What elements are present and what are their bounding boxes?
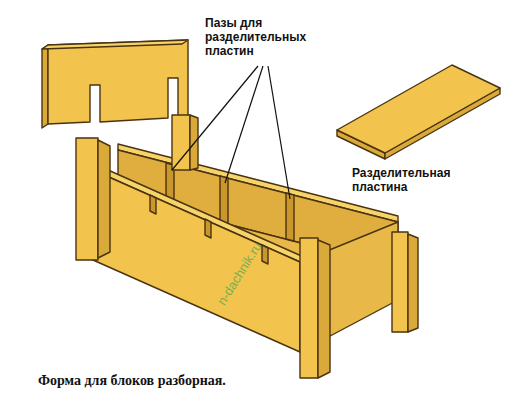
part-label: Разделительная пластина: [352, 166, 482, 194]
removed-end-panel: [42, 40, 188, 128]
back-wall-slots-part: [220, 176, 228, 224]
posts-part: [408, 234, 418, 332]
leader-lines-part: [225, 66, 263, 183]
callout-label: Пазы для разделительных пластин: [205, 16, 330, 58]
posts-part: [318, 240, 330, 378]
caption: Форма для блоков разборная.: [38, 372, 226, 389]
front-wall: [84, 162, 306, 352]
front-wall-part: [150, 195, 156, 214]
removed-end-panel-part: [42, 45, 48, 128]
leader-lines: [172, 66, 290, 199]
posts-part: [392, 232, 408, 332]
removed-end-panel-part: [48, 40, 188, 124]
back-wall-slots-part: [286, 193, 294, 241]
divider-plate-part: [337, 65, 500, 153]
front-wall-part: [84, 166, 300, 352]
removed-end-panel-part: [42, 40, 188, 49]
posts-part: [172, 115, 190, 170]
posts-part: [300, 238, 318, 378]
posts-part: [98, 140, 110, 258]
posts-part: [76, 138, 98, 260]
leader-lines-part: [268, 66, 290, 199]
front-wall-part: [205, 219, 211, 238]
leader-lines-part: [172, 66, 258, 170]
divider-plate: [337, 65, 500, 159]
posts: [76, 115, 418, 378]
